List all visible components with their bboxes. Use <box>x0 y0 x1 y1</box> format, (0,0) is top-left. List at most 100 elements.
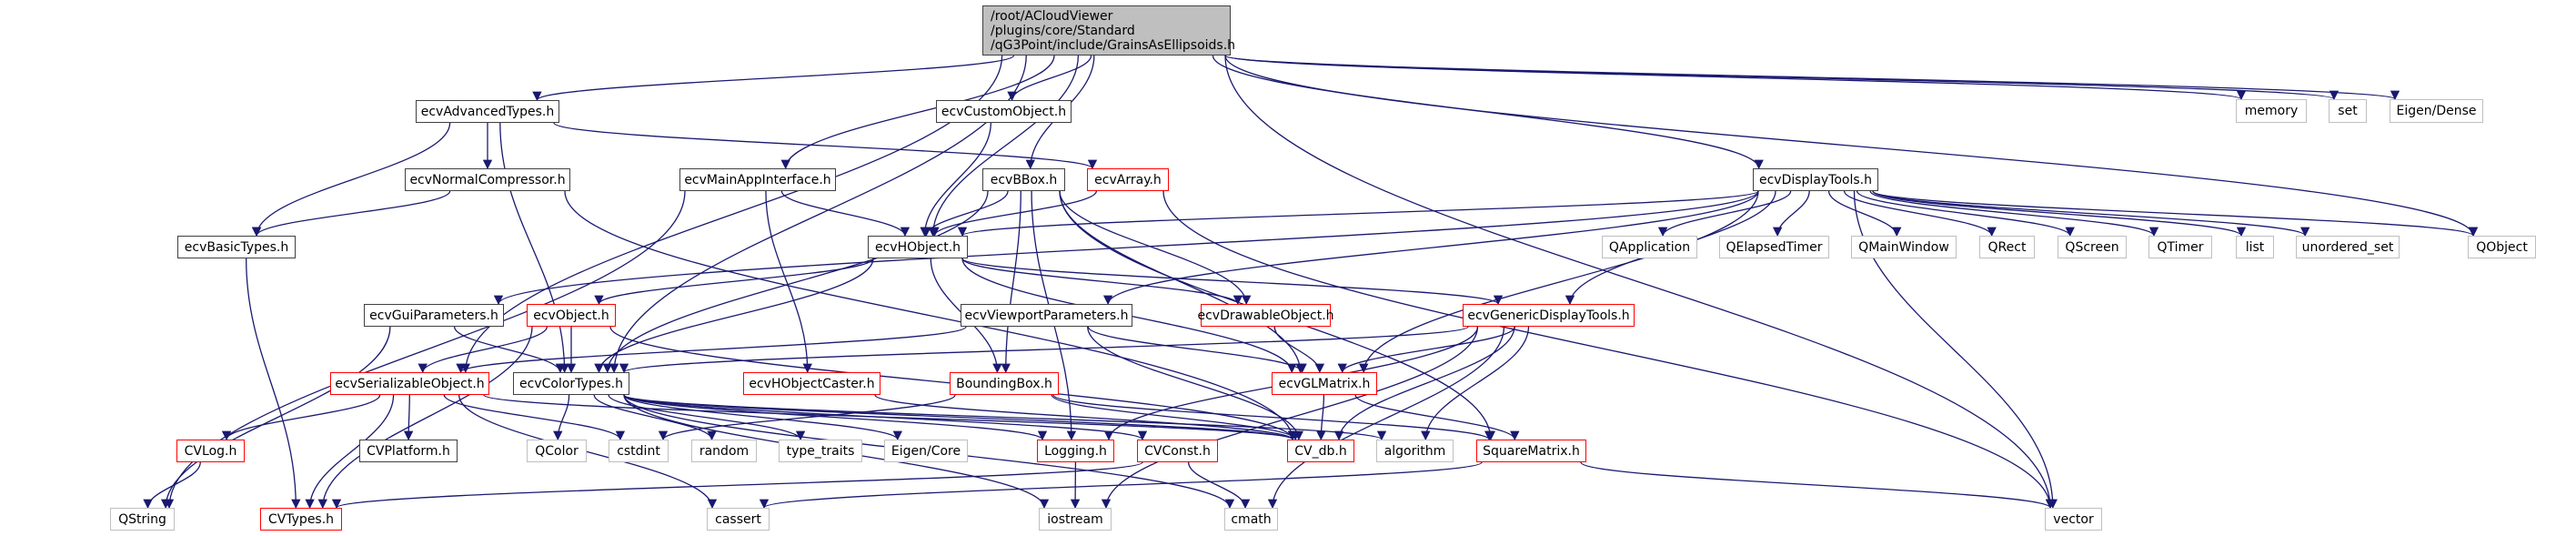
edge-root-to-ecvMainAppInterface <box>780 55 1055 170</box>
node-random: random <box>691 440 757 462</box>
edge-ecvMainAppInterface-to-ecvHObject <box>780 190 911 238</box>
node-ecvviewportparameters[interactable]: ecvViewportParameters.h <box>961 304 1132 327</box>
edge-root-to-ecvAdvancedTypes <box>532 55 1015 102</box>
node-label: ecvMainAppInterface.h <box>684 172 831 187</box>
node-ecvcolortypes[interactable]: ecvColorTypes.h <box>513 372 629 395</box>
edge-ecvGuiParameters-to-ecvColorTypes <box>454 326 566 374</box>
edge-BoundingBox-to-cstdint <box>658 394 956 441</box>
node-ecvhobjectcaster[interactable]: ecvHObjectCaster.h <box>743 372 880 395</box>
edge-ecvNormalCompressor-to-ecvBasicTypes <box>251 190 451 238</box>
node-label: ecvArray.h <box>1094 172 1162 187</box>
edge-ecvBBox-to-ecvHObject <box>921 190 1009 238</box>
node-label: CVConst.h <box>1144 443 1211 459</box>
node-label: ecvCustomObject.h <box>941 104 1067 119</box>
edge-ecvSerializableObject-to-cstdint <box>443 394 625 441</box>
node-label: cstdint <box>617 443 660 459</box>
node-ecvserializableobject[interactable]: ecvSerializableObject.h <box>330 372 489 395</box>
node-label: ecvGLMatrix.h <box>1278 376 1371 391</box>
node-label: QMainWindow <box>1858 239 1949 255</box>
node-ecvguiparameters[interactable]: ecvGuiParameters.h <box>364 304 504 327</box>
edge-ecvHObject-to-ecvDrawableObject <box>961 258 1243 306</box>
node-ecvhobject[interactable]: ecvHObject.h <box>868 236 968 258</box>
node-ecvglmatrix[interactable]: ecvGLMatrix.h <box>1272 372 1377 395</box>
node-vector: vector <box>2045 508 2102 531</box>
node-label: algorithm <box>1384 443 1446 459</box>
node-ecvmainappinterface[interactable]: ecvMainAppInterface.h <box>679 168 836 191</box>
node-algorithm: algorithm <box>1376 440 1454 462</box>
node-ecvarray[interactable]: ecvArray.h <box>1087 168 1169 191</box>
node-label: ecvSerializableObject.h <box>335 376 485 391</box>
edge-ecvMainAppInterface-to-ecvHObjectCaster <box>765 190 812 374</box>
edge-ecvDisplayTools-to-ecvGLMatrix <box>1359 190 1759 374</box>
edge-ecvAdvancedTypes-to-ecvBasicTypes <box>251 122 451 238</box>
edge-ecvColorTypes-to-Logging <box>623 394 1047 441</box>
edge-ecvColorTypes-to-type_traits <box>608 394 806 441</box>
node-label: ecvObject.h <box>533 308 609 323</box>
edge-ecvDisplayTools-to-QMainWindow <box>1827 190 1902 238</box>
edge-ecvGenericDisplayTools-to-ecvColorTypes <box>619 326 1469 374</box>
node-qscreen: QScreen <box>2058 236 2127 258</box>
node-label: ecvGenericDisplayTools.h <box>1467 308 1630 323</box>
edge-ecvSerializableObject-to-CVPlatform <box>403 394 414 441</box>
node-label: list <box>2245 239 2265 255</box>
node-squarematrix[interactable]: SquareMatrix.h <box>1476 440 1586 462</box>
edge-ecvBBox-to-BoundingBox <box>1001 190 1021 374</box>
edge-root-to-QObject <box>1224 55 2479 238</box>
node-label: ecvAdvancedTypes.h <box>420 104 555 119</box>
node-ecvcustomobject[interactable]: ecvCustomObject.h <box>936 100 1072 123</box>
edge-root-to-ecvCustomObject <box>1007 55 1092 102</box>
edge-ecvDisplayTools-to-QRect <box>1843 190 1997 238</box>
node-ecvnormalcompressor[interactable]: ecvNormalCompressor.h <box>405 168 570 191</box>
edge-ecvViewportParameters-to-ecvSerializableObject <box>456 326 967 374</box>
edge-ecvObject-to-ecvSerializableObject <box>418 326 548 374</box>
node-cmath: cmath <box>1224 508 1278 531</box>
node-ecvdrawableobject[interactable]: ecvDrawableObject.h <box>1197 304 1334 327</box>
node-qapplication: QApplication <box>1602 236 1697 258</box>
node-ecvbbox[interactable]: ecvBBox.h <box>982 168 1065 191</box>
edge-ecvDrawableObject-to-ecvGLMatrix <box>1273 326 1325 374</box>
node-logging[interactable]: Logging.h <box>1037 440 1114 462</box>
node-cvlog[interactable]: CVLog.h <box>176 440 245 462</box>
edge-ecvHObjectCaster-to-CV_db <box>874 394 1297 441</box>
edge-ecvGLMatrix-to-SquareMatrix <box>1354 394 1520 441</box>
node-label: Logging.h <box>1044 443 1107 459</box>
node-qtimer: QTimer <box>2148 236 2212 258</box>
edge-root-to-EigenDense <box>1224 55 2400 101</box>
edge-ecvDisplayTools-to-unordered_set <box>1872 190 2310 238</box>
edge-ecvDisplayTools-to-ecvGuiParameters <box>494 190 1759 306</box>
edge-ecvSerializableObject-to-CVLog <box>221 394 381 441</box>
node-label: ecvDisplayTools.h <box>1758 172 1872 187</box>
node-label: CV_db.h <box>1294 443 1347 459</box>
edge-ecvObject-to-CVTypes <box>317 326 533 510</box>
node-label: cmath <box>1231 511 1272 527</box>
node-label: QColor <box>535 443 579 459</box>
node-cvtypes[interactable]: CVTypes.h <box>260 508 342 531</box>
node-ecvdisplaytools[interactable]: ecvDisplayTools.h <box>1753 168 1878 191</box>
node-label: type_traits <box>786 443 855 459</box>
edge-ecvGenericDisplayTools-to-cmath <box>1267 326 1505 510</box>
node-cv-db[interactable]: CV_db.h <box>1287 440 1354 462</box>
node-qrect: QRect <box>1979 236 2035 258</box>
edge-ecvGenericDisplayTools-to-algorithm <box>1421 326 1530 441</box>
node-boundingbox[interactable]: BoundingBox.h <box>950 372 1059 395</box>
node-ecvobject[interactable]: ecvObject.h <box>527 304 616 327</box>
edge-ecvGuiParameters-to-QString <box>160 326 391 510</box>
node-label: ecvNormalCompressor.h <box>409 172 566 187</box>
edge-ecvDisplayTools-to-list <box>1872 190 2247 238</box>
node-label: vector <box>2053 511 2094 527</box>
node-cvplatform[interactable]: CVPlatform.h <box>359 440 458 462</box>
edge-SquareMatrix-to-cassert <box>760 461 1483 510</box>
node-qstring: QString <box>110 508 175 531</box>
edge-ecvHObject-to-ecvGenericDisplayTools <box>961 258 1503 306</box>
node-label: CVTypes.h <box>267 511 335 527</box>
node-label: QRect <box>1987 239 2027 255</box>
node-ecvbasictypes[interactable]: ecvBasicTypes.h <box>177 236 296 258</box>
edge-ecvDisplayTools-to-QTimer <box>1869 190 2159 238</box>
edge-ecvDisplayTools-to-ecvHObject <box>958 190 1759 238</box>
node-ecvadvancedtypes[interactable]: ecvAdvancedTypes.h <box>416 100 559 123</box>
edge-ecvHObject-to-ecvObject <box>594 258 874 306</box>
node-ecvgenericdisplaytools[interactable]: ecvGenericDisplayTools.h <box>1463 304 1635 327</box>
root-file-path: /root/ACloudViewer /plugins/core/Standar… <box>991 8 1236 53</box>
node-cvconst[interactable]: CVConst.h <box>1137 440 1218 462</box>
